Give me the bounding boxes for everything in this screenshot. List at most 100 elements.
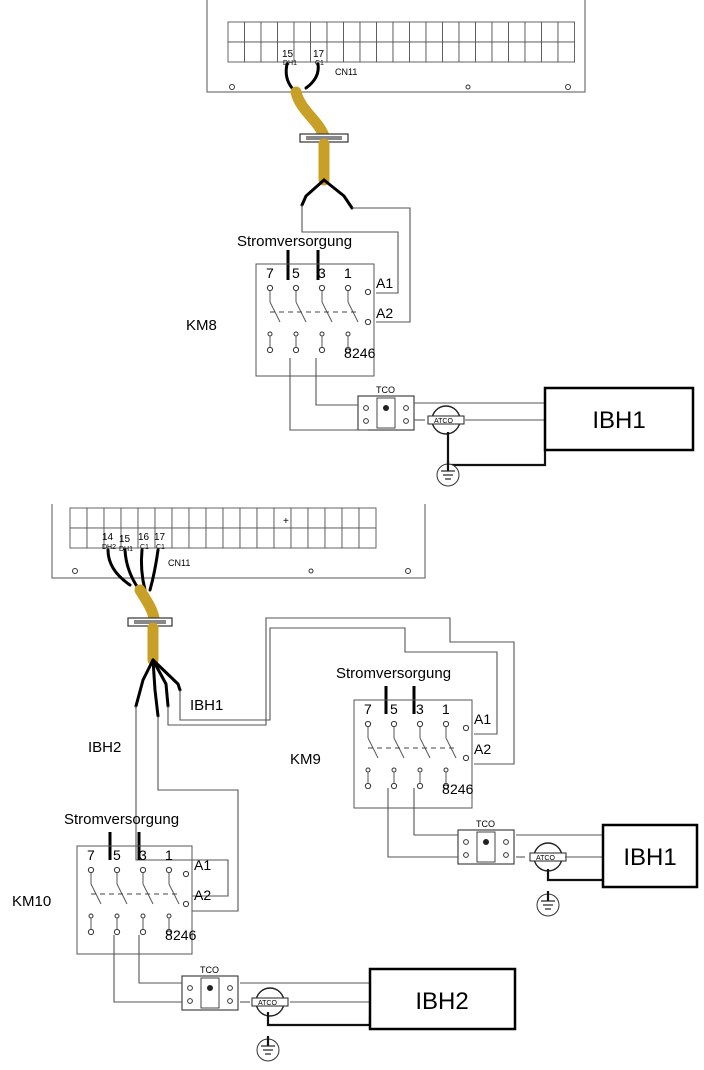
terminal-cell xyxy=(508,21,526,43)
terminal-cell xyxy=(343,41,361,63)
contact xyxy=(88,913,94,919)
atco-label: ATCO xyxy=(434,418,453,425)
terminal xyxy=(292,284,300,292)
tco-screw xyxy=(483,839,489,845)
terminal-label: 8 xyxy=(442,781,450,797)
terminal-cell xyxy=(137,507,156,529)
terminal-cell xyxy=(310,21,328,43)
heater-ibh1-top[interactable]: IBH1 xyxy=(543,386,695,452)
tco-terminal xyxy=(363,418,369,424)
terminal-cell xyxy=(524,41,542,63)
terminal-cell xyxy=(376,41,394,63)
terminal-cell xyxy=(392,41,410,63)
heater-label: IBH1 xyxy=(592,407,645,434)
contactor-body xyxy=(76,845,193,955)
terminal-label: 5 xyxy=(113,847,121,863)
tco-block: TCO ATCO xyxy=(457,819,567,872)
terminal-cell xyxy=(205,527,224,549)
terminal-cell xyxy=(244,21,262,43)
terminal-cell xyxy=(239,507,258,529)
terminal xyxy=(364,782,372,790)
terminal-cell xyxy=(227,21,245,43)
coil-terminal xyxy=(182,900,190,908)
terminal-cell xyxy=(491,21,509,43)
power-supply-label: Stromversorgung xyxy=(64,811,179,828)
terminal-label: 1 xyxy=(442,701,450,717)
terminal-cell xyxy=(244,41,262,63)
wire-label-ibh1: IBH1 xyxy=(190,697,223,714)
tco-terminal xyxy=(227,985,233,991)
tco-center xyxy=(200,977,220,1009)
terminal-label: 246 xyxy=(450,781,474,797)
top-terminal-strip xyxy=(227,21,575,63)
terminal xyxy=(442,782,450,790)
top-cable xyxy=(284,62,411,323)
terminal-cell xyxy=(256,527,275,549)
terminal-cell xyxy=(359,41,377,63)
tco-body xyxy=(357,395,415,431)
pin-number: 17 xyxy=(313,49,325,60)
contactor-label-km10: KM10 xyxy=(12,893,51,910)
ground-symbol xyxy=(256,1036,280,1062)
terminal-label: 3 xyxy=(139,847,147,863)
terminal-cell xyxy=(425,21,443,43)
terminal-label: 1 xyxy=(344,265,352,281)
terminal-cell xyxy=(273,527,292,549)
tco-label: TCO xyxy=(200,965,219,975)
heater-ibh1-bottom[interactable]: IBH1 xyxy=(601,823,699,889)
coil-terminal xyxy=(364,318,372,326)
atco-label: ATCO xyxy=(536,855,555,862)
terminal xyxy=(344,284,352,292)
contactor-label-km8: KM8 xyxy=(186,317,217,334)
terminal-cell xyxy=(227,41,245,63)
terminal xyxy=(390,720,398,728)
terminal-cell xyxy=(341,507,360,529)
top-control-board: 15 DH1 17 C1 CN11 xyxy=(206,0,586,93)
terminal-cell xyxy=(188,527,207,549)
tco-center xyxy=(476,831,496,863)
terminal-cell xyxy=(69,527,88,549)
tco-terminal xyxy=(187,985,193,991)
pin-number: 15 xyxy=(119,534,131,545)
tco-label: TCO xyxy=(476,819,495,829)
contact xyxy=(166,913,172,919)
heater-ibh2[interactable]: IBH2 xyxy=(368,967,517,1031)
terminal-cell xyxy=(392,21,410,43)
tco-screw xyxy=(207,985,213,991)
contactor-body xyxy=(255,263,375,377)
terminal-cell xyxy=(154,507,173,529)
tco-screw xyxy=(383,405,389,411)
terminal-cell xyxy=(260,41,278,63)
terminal-cell xyxy=(290,507,309,529)
contactor-body xyxy=(353,699,473,809)
terminal-cell xyxy=(359,21,377,43)
km8-load-wiring xyxy=(289,358,547,487)
terminal-cell xyxy=(541,21,559,43)
tco-terminal xyxy=(187,998,193,1004)
km9-load-wiring xyxy=(387,788,605,917)
terminal-cell xyxy=(86,507,105,529)
terminal xyxy=(318,346,326,354)
terminal xyxy=(318,284,326,292)
terminal-cell xyxy=(307,527,326,549)
mounting-hole xyxy=(405,568,411,574)
pin-code: DH1 xyxy=(283,60,297,67)
terminal xyxy=(344,346,352,354)
terminal-cell xyxy=(475,41,493,63)
terminal-cell xyxy=(293,41,311,63)
connector-label: CN11 xyxy=(168,558,190,568)
terminal-label: 8 xyxy=(344,345,352,361)
tco-terminal xyxy=(403,418,409,424)
terminal-cell xyxy=(508,41,526,63)
atco-sensor xyxy=(427,415,465,425)
terminal xyxy=(87,928,95,936)
terminal-cell xyxy=(475,21,493,43)
terminal-cell xyxy=(120,507,139,529)
contact xyxy=(114,913,120,919)
contact xyxy=(391,767,397,773)
coil-terminal-a2: A2 xyxy=(474,741,491,757)
terminal-cell xyxy=(409,41,427,63)
terminal-cell xyxy=(171,507,190,529)
terminal xyxy=(266,284,274,292)
